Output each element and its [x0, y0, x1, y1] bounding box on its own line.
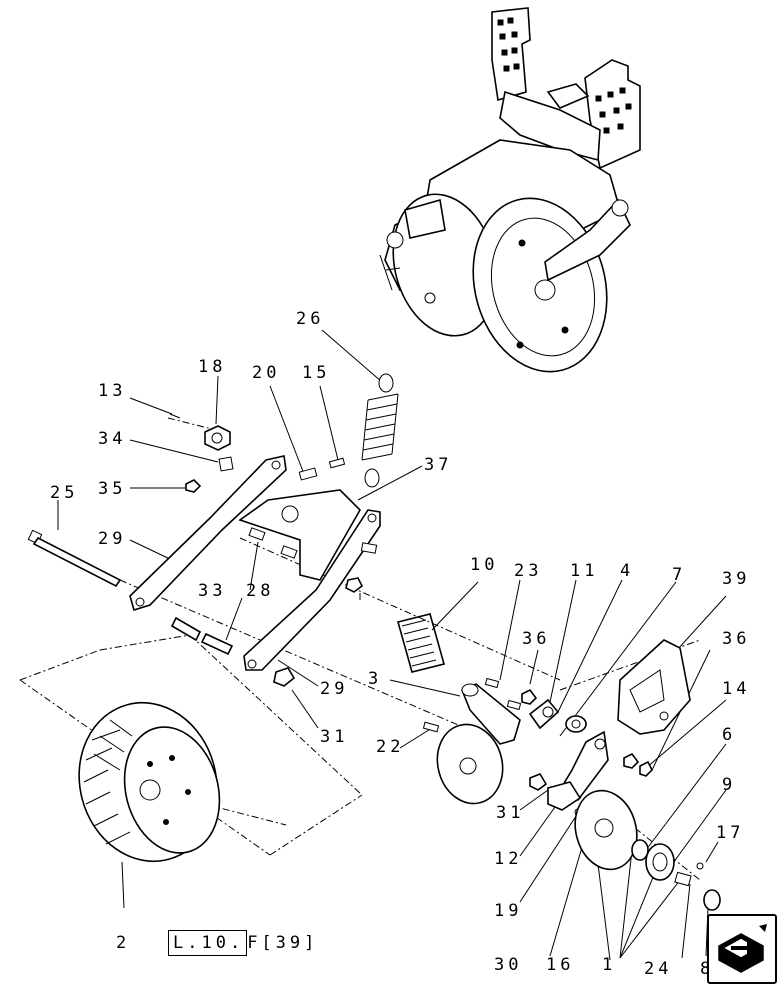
callout-12: 12	[494, 849, 522, 869]
nut	[639, 760, 653, 777]
scraper-bracket	[617, 639, 691, 735]
callout-39: 39	[722, 569, 750, 589]
callout-3: 3	[368, 669, 382, 689]
callout-36-left: 36	[522, 629, 550, 649]
dust-cap	[703, 889, 721, 911]
callout-23: 23	[514, 561, 542, 581]
callout-29-upper: 29	[98, 529, 126, 549]
bearing-housing	[547, 781, 582, 811]
pin	[298, 467, 318, 481]
bolt	[218, 456, 234, 472]
callout-17: 17	[716, 823, 744, 843]
callout-37: 37	[424, 455, 452, 475]
planter-row-unit-assembly	[379, 7, 641, 373]
callout-20: 20	[252, 363, 280, 383]
nut	[185, 479, 202, 493]
bolt	[422, 721, 440, 733]
bushing	[170, 616, 202, 642]
washer	[696, 862, 704, 870]
return-arrow-icon	[718, 924, 767, 973]
bushing	[200, 632, 234, 656]
callout-28: 28	[246, 581, 274, 601]
callout-30: 30	[494, 955, 522, 975]
compression-spring	[397, 613, 445, 673]
cross-reference[interactable]: L.10.F[39]	[168, 930, 319, 956]
hub	[645, 843, 675, 881]
reference-figure: F[39]	[247, 933, 319, 953]
arm-and-bearing	[528, 698, 609, 802]
mounting-bracket	[238, 489, 378, 581]
callout-29-lower: 29	[320, 679, 348, 699]
callout-35: 35	[98, 479, 126, 499]
callout-22: 22	[376, 737, 404, 757]
callout-36-right: 36	[722, 629, 750, 649]
callout-8: 8	[700, 959, 714, 979]
callout-2: 2	[116, 933, 130, 953]
callout-31-right: 31	[496, 803, 524, 823]
nut	[273, 667, 296, 687]
callout-15: 15	[302, 363, 330, 383]
bolt	[674, 871, 692, 887]
leader-lines	[57, 329, 727, 961]
press-wheel	[78, 701, 221, 863]
callout-14: 14	[722, 679, 750, 699]
callout-10: 10	[470, 555, 498, 575]
callout-24: 24	[644, 959, 672, 979]
nut	[345, 577, 364, 593]
callout-6: 6	[722, 725, 736, 745]
parallel-link-upper	[129, 455, 287, 612]
bearing	[631, 839, 649, 861]
pin	[328, 457, 346, 469]
callout-7: 7	[672, 565, 686, 585]
callout-31-left: 31	[320, 727, 348, 747]
callout-26: 26	[296, 309, 324, 329]
callout-1: 1	[602, 955, 616, 975]
callout-34: 34	[98, 429, 126, 449]
nut	[529, 773, 548, 791]
return-button[interactable]	[707, 914, 777, 984]
callout-25: 25	[50, 483, 78, 503]
callout-13: 13	[98, 381, 126, 401]
nut	[623, 752, 640, 769]
callout-9: 9	[722, 775, 736, 795]
callout-4: 4	[620, 561, 634, 581]
callout-11: 11	[570, 561, 598, 581]
callout-18: 18	[198, 357, 226, 377]
callout-19: 19	[494, 901, 522, 921]
opener-disc	[574, 789, 638, 871]
reference-section-code[interactable]: L.10.	[168, 930, 248, 956]
parallel-link-lower	[243, 509, 381, 671]
hex-nut	[204, 425, 231, 451]
extension-spring	[361, 373, 399, 488]
nut	[521, 688, 538, 705]
callout-16: 16	[546, 955, 574, 975]
callout-33: 33	[198, 581, 226, 601]
cotter-pin	[169, 413, 181, 419]
opener-disc-assembly	[436, 677, 522, 805]
long-bolt	[27, 529, 122, 588]
callout-labels: 26 18 20 15 13 34 37 25 35 29 33 28 29 3…	[50, 309, 750, 979]
